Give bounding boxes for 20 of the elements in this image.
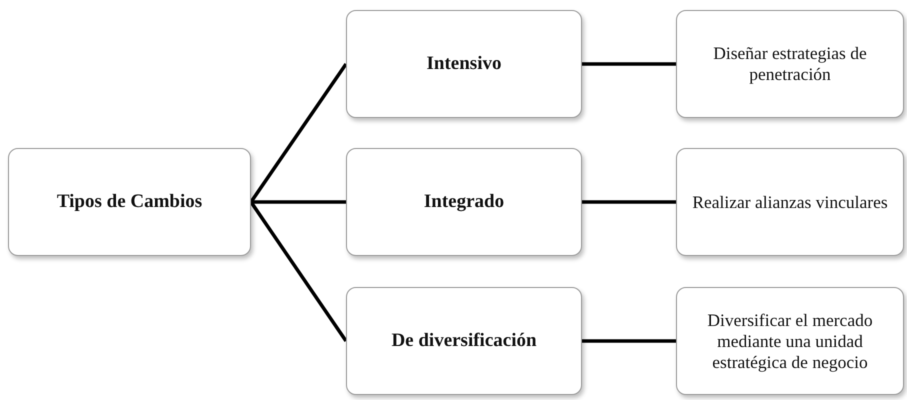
text-box xyxy=(676,10,904,118)
box-label: Realizar alianzas vinculares xyxy=(692,192,888,212)
text-box xyxy=(346,148,582,256)
connector-line xyxy=(582,339,676,343)
connector-line xyxy=(582,62,676,66)
box-label: De diversificación xyxy=(391,330,537,352)
connector-line xyxy=(582,200,676,204)
box-label: Integrado xyxy=(424,190,504,214)
connector-line xyxy=(251,200,346,204)
box-label: Intensivo xyxy=(426,52,502,76)
text-box xyxy=(676,148,904,256)
text-box xyxy=(8,148,251,256)
text-box xyxy=(346,287,582,395)
box-label: Diseñar estrategias de penetración xyxy=(712,43,868,85)
text-box xyxy=(676,287,904,395)
text-box xyxy=(346,10,582,118)
box-label: Diversificar el mercado mediante una unidad estratégica de negocio xyxy=(706,310,874,372)
connector-line xyxy=(250,63,348,203)
connector-line xyxy=(250,201,348,342)
box-label: Tipos de Cambios xyxy=(56,190,202,214)
